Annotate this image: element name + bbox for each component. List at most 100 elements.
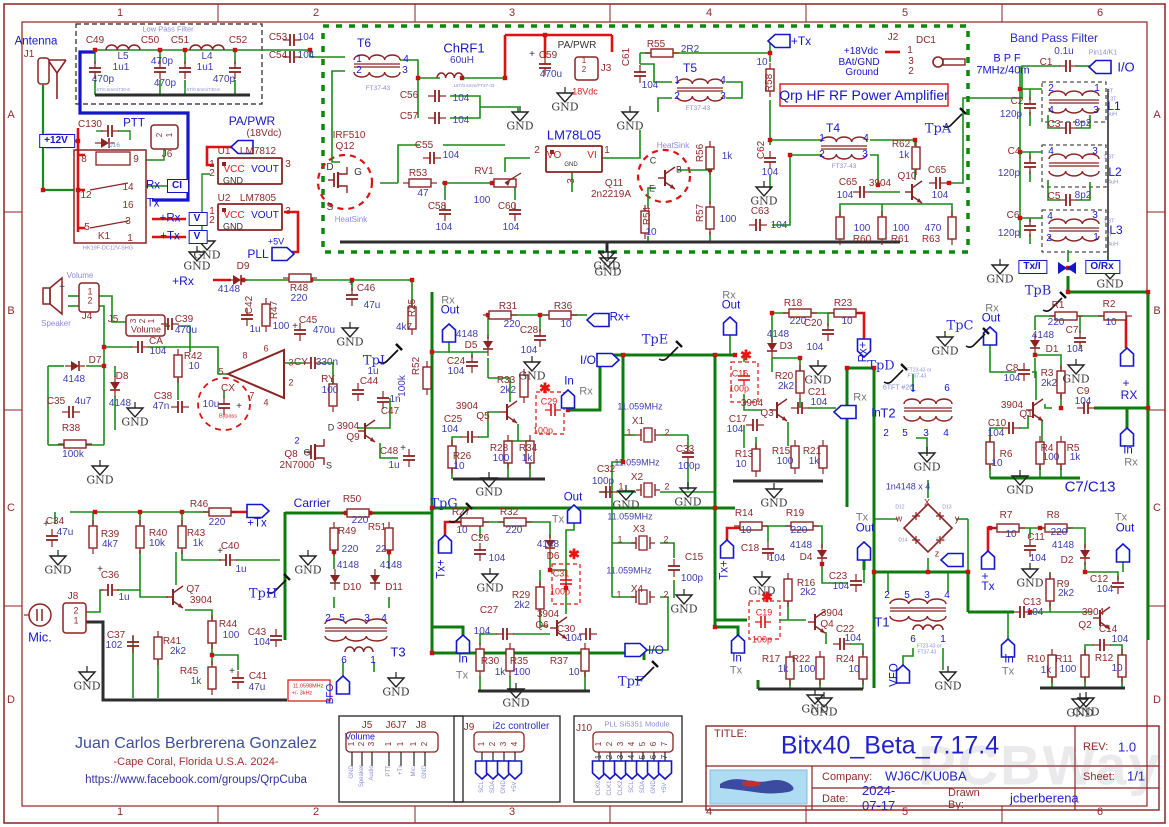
label-r7: R7 (999, 510, 1013, 521)
label-q5: Q5 (476, 411, 490, 422)
label-1.3t: 1.3T (1103, 154, 1115, 161)
label-gnd: GND (593, 259, 621, 273)
border-col-6: 6 (1096, 7, 1104, 19)
label-v: V (188, 212, 208, 226)
label-j1: J1 (23, 49, 35, 60)
label-cx: CX (221, 383, 235, 394)
label-r58: R58 (764, 73, 775, 93)
label-2: 2 (1046, 233, 1052, 244)
label-vfo: VFO (888, 663, 901, 687)
label-100: 100 (798, 664, 816, 675)
label-vcc: VCC (223, 164, 245, 175)
label-4148: 4148 (1051, 540, 1075, 551)
label-i/o: I/O (647, 643, 665, 657)
label-104: 104 (810, 397, 828, 408)
label-c58: C58 (427, 201, 447, 212)
label-3: 3 (924, 590, 930, 601)
label-ca: CA (149, 336, 163, 347)
label-10: 10 (560, 319, 572, 330)
label-+: + (1122, 376, 1130, 390)
label-in: In (1123, 444, 1133, 457)
label-+tx: +Tx (247, 517, 267, 530)
label-tpf: TpF (617, 674, 645, 690)
label-c62: C62 (756, 140, 767, 160)
label-d: D (326, 162, 334, 173)
label-c30: C30 (556, 624, 576, 635)
label-1: 1 (477, 741, 486, 747)
label-2r2: 2R2 (680, 44, 700, 55)
label-c46: C46 (356, 283, 376, 294)
label-5: 5 (84, 222, 90, 233)
label-b: B (675, 164, 683, 175)
label-9: 9 (133, 154, 139, 165)
label-104: 104 (1096, 584, 1114, 595)
label-c23: C23 (828, 571, 848, 582)
label-1u1: 1u1 (112, 62, 130, 73)
sheet-label: Sheet: (1083, 771, 1115, 783)
label-k1: K1 (97, 231, 111, 242)
label-5: 5 (638, 741, 647, 747)
label-c40: C40 (220, 541, 240, 552)
label-120p: 120p (997, 228, 1021, 239)
label-tpg: TpG (430, 496, 458, 512)
label-16: 16 (122, 200, 134, 211)
label-104: 104 (1029, 553, 1047, 564)
label-2k2: 2k2 (1057, 588, 1075, 599)
label-c45: C45 (298, 315, 318, 326)
label-100p: 100p (728, 383, 750, 394)
label-2: 2 (581, 65, 587, 74)
label-r9: R9 (1056, 579, 1070, 590)
label-2: 2 (605, 754, 614, 760)
label-r18: R18 (783, 298, 803, 309)
label-r32: R32 (499, 507, 519, 518)
label-+rx: +Rx (159, 212, 181, 225)
label-22: 22 (375, 544, 387, 555)
label-4u7: 4u7 (74, 396, 92, 407)
label-r27: R27 (451, 507, 471, 518)
label-q3: Q3 (760, 408, 774, 419)
label-c38: C38 (153, 391, 173, 402)
label-heatsink: HeatSink (334, 215, 368, 224)
label-d10: D10 (342, 582, 362, 593)
label-c51: C51 (170, 35, 190, 46)
label-1: 1 (616, 589, 622, 600)
label-i/o: I/O (1117, 59, 1135, 75)
label-gnd: GND (506, 119, 534, 133)
label-1u: 1u (367, 366, 379, 377)
label-104: 104 (441, 424, 459, 435)
label-104: 104 (1111, 634, 1129, 645)
rev-value: 1.0 (1118, 739, 1137, 755)
label-d13: D13 (942, 504, 952, 511)
label-lm78l05: LM78L05 (546, 127, 602, 143)
label-3904: 3904 (868, 178, 892, 189)
label-104: 104 (1066, 344, 1084, 355)
label-tx+: Tx+ (718, 560, 731, 580)
label-3: 3 (1093, 105, 1099, 116)
label-3904: 3904 (740, 398, 764, 409)
label-r36: R36 (553, 301, 573, 312)
company-label: Company: (822, 771, 873, 783)
label-out: Out (440, 304, 460, 317)
label-d14: D14 (898, 537, 908, 544)
label-r37: R37 (549, 656, 569, 667)
label-r31: R31 (498, 301, 518, 312)
label-d12: D12 (895, 504, 905, 511)
label-d3: D3 (779, 341, 793, 352)
label-r46: R46 (189, 499, 209, 510)
label-c: C (649, 155, 657, 166)
label-bfo: BFO (325, 683, 336, 705)
label-ft3743: FT37-43 (831, 162, 857, 170)
label-l2: L2 (1108, 165, 1122, 179)
label-4uh: 4uH (1107, 241, 1119, 248)
label-1: 1 (209, 206, 215, 217)
label-3: 3 (616, 741, 625, 747)
label-1: 1 (617, 534, 623, 545)
label-tx: Tx (729, 664, 743, 677)
label-r56: R56 (695, 143, 706, 163)
label-6: 6 (649, 754, 658, 760)
label-gnd: GND (1006, 483, 1034, 497)
label-gnd: GND (73, 679, 101, 693)
label-gnd: GND (518, 369, 546, 383)
label-gnd: GND (349, 765, 355, 779)
label-+: + (981, 569, 989, 583)
